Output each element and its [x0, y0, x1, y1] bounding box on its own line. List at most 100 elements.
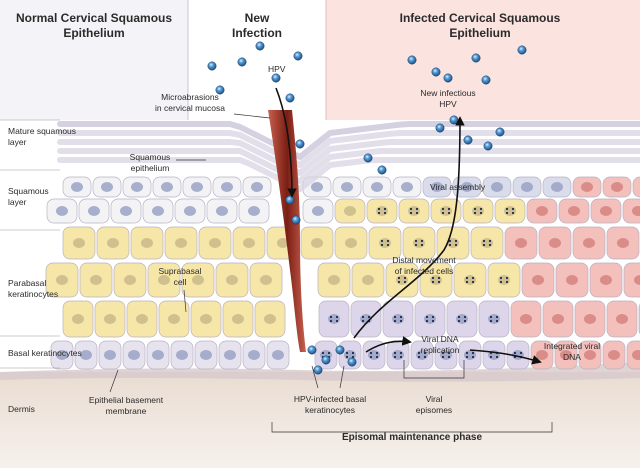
episome-dot: [414, 239, 418, 243]
cell-nucleus: [566, 275, 578, 285]
cell-nucleus: [549, 238, 561, 248]
cell-nucleus: [498, 275, 510, 285]
epithelial-cell: [510, 300, 542, 338]
hpv-virion: [237, 57, 247, 67]
dermis-region: [0, 372, 640, 468]
epithelial-cell: [414, 300, 446, 338]
hpv-virions: [207, 41, 527, 375]
episome-dot: [399, 355, 403, 359]
epithelial-cell: [362, 176, 392, 198]
episome-dot: [377, 211, 381, 215]
episome-dot: [441, 207, 445, 211]
episome-dot: [448, 243, 452, 247]
epithelial-cell: [332, 176, 362, 198]
episome-dot: [454, 239, 458, 243]
epithelial-cell: [170, 340, 194, 370]
cell-nucleus: [136, 314, 148, 324]
epithelial-cell: [458, 340, 482, 370]
cell-nucleus: [424, 314, 436, 324]
episome-dot: [473, 207, 477, 211]
epithelial-cell: [212, 176, 242, 198]
epithelium-cells: [45, 176, 640, 370]
cell-nucleus: [491, 182, 503, 192]
cell-nucleus: [456, 314, 468, 324]
hpv-virion: [285, 195, 295, 205]
cell-nucleus: [104, 350, 116, 360]
episome-dot: [403, 280, 407, 284]
episome-dot: [369, 351, 373, 355]
epithelial-cell: [152, 176, 182, 198]
episome-dot: [415, 211, 419, 215]
cell-nucleus: [72, 314, 84, 324]
cell-nucleus: [272, 350, 284, 360]
mature-squamous-layer: [57, 121, 640, 193]
epithelial-cell: [494, 198, 526, 224]
cell-nucleus: [311, 238, 323, 248]
cell-nucleus: [504, 206, 516, 216]
episome-dot: [447, 207, 451, 211]
cell-nucleus: [515, 238, 527, 248]
epithelial-cell: [538, 226, 572, 260]
layer-label-squamous-2: layer: [8, 197, 27, 207]
episome-dot: [425, 315, 429, 319]
hpv-virion: [377, 165, 387, 175]
epithelial-cell: [602, 176, 632, 198]
epithelial-cell: [62, 300, 94, 338]
episome-dot: [403, 276, 407, 280]
epithelial-cell: [398, 198, 430, 224]
cell-nucleus: [440, 206, 452, 216]
epithelial-cell: [392, 176, 422, 198]
epithelial-cell: [446, 300, 478, 338]
episome-dot: [441, 211, 445, 215]
episome-dot: [375, 351, 379, 355]
cell-nucleus: [488, 314, 500, 324]
episome-dot: [431, 280, 435, 284]
cell-nucleus: [520, 314, 532, 324]
hpv-virion: [291, 215, 301, 225]
episome-dot: [393, 319, 397, 323]
epithelial-cell: [78, 198, 110, 224]
epithelial-cell: [92, 176, 122, 198]
hpv-virion: [407, 55, 417, 65]
episome-dot: [420, 239, 424, 243]
episome-dot: [511, 207, 515, 211]
episome-dot: [465, 351, 469, 355]
epithelial-cell: [350, 300, 382, 338]
label-integrated-dna-1: Integrated viral: [544, 341, 600, 351]
cell-nucleus: [551, 182, 563, 192]
flattened-cell-row: [57, 121, 640, 161]
episome-dot: [513, 351, 517, 355]
epithelial-cell: [542, 300, 574, 338]
episome-dot: [437, 280, 441, 284]
episome-dot: [471, 355, 475, 359]
epithelial-cell: [249, 262, 283, 298]
cell-nucleus: [221, 182, 233, 192]
episome-dot: [386, 243, 390, 247]
episome-dot: [367, 315, 371, 319]
epithelial-cell: [190, 300, 222, 338]
cell-nucleus: [413, 238, 425, 248]
epithelial-cell: [96, 226, 130, 260]
epithelial-cell: [98, 340, 122, 370]
cell-nucleus: [277, 238, 289, 248]
episome-dot: [499, 280, 503, 284]
cell-nucleus: [634, 275, 640, 285]
hpv-virion: [495, 127, 505, 137]
label-suprabasal-2: cell: [174, 277, 187, 287]
hpv-virion: [313, 365, 323, 375]
episome-dot: [415, 207, 419, 211]
cell-nucleus: [371, 182, 383, 192]
hpv-virion: [443, 73, 453, 83]
epithelial-cell: [434, 340, 458, 370]
episome-dot: [431, 319, 435, 323]
epithelial-cell: [382, 300, 414, 338]
epithelial-cell: [142, 198, 174, 224]
cell-nucleus: [104, 314, 116, 324]
cell-nucleus: [248, 206, 260, 216]
hpv-virion: [215, 85, 225, 95]
episome-dot: [383, 211, 387, 215]
episome-dot: [454, 243, 458, 247]
cell-nucleus: [260, 275, 272, 285]
episome-dot: [361, 319, 365, 323]
